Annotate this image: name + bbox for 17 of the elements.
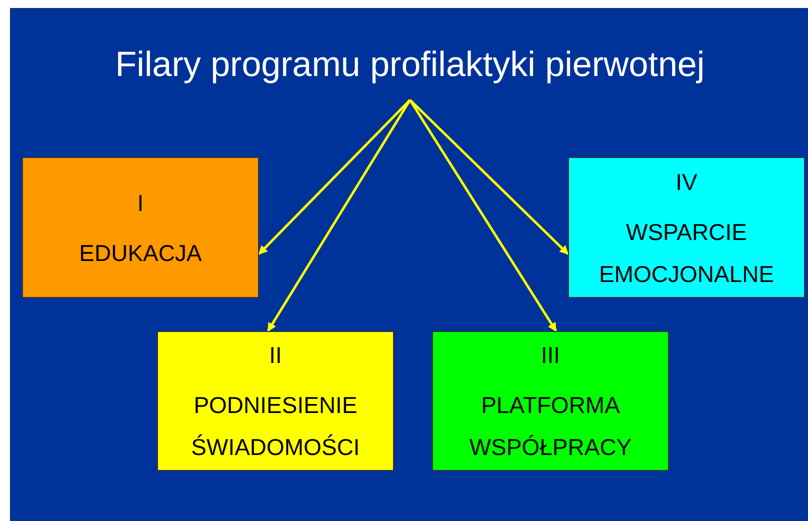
arrow [409,99,569,255]
roman-numeral: IV [676,168,698,196]
roman-numeral: II [269,341,282,370]
pillar-label: EDUKACJA [79,238,202,268]
pillar-label: WSPARCIE EMOCJONALNE [598,218,776,288]
pillar-box [432,331,669,471]
pillar-box [157,331,394,471]
arrow [266,99,412,332]
roman-numeral: III [540,341,560,370]
pillar-label: PODNIESIENIE ŚWIADOMOŚCI [190,391,361,462]
pillar-box [22,157,259,298]
pillar-label: PLATFORMA WSPÓŁPRACY [468,391,633,462]
pillar-box [568,157,805,298]
roman-numeral: I [137,188,144,218]
arrow [258,99,411,255]
heading-label: Filary programu profilaktyki pierwotnej [115,44,705,86]
arrow [408,99,558,332]
